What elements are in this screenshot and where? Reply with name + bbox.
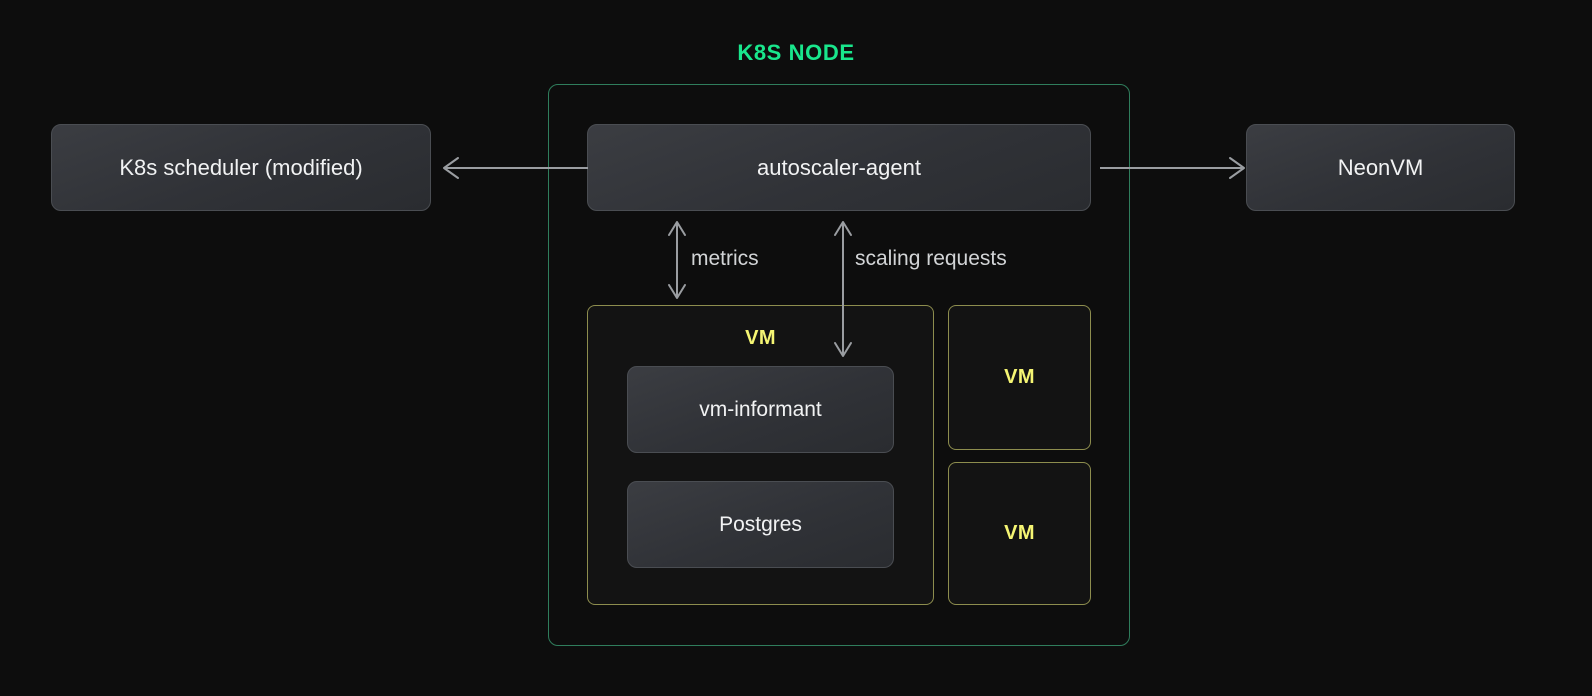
k8s-node-container (548, 84, 1130, 646)
vm-right-1-label: VM (1004, 366, 1035, 388)
node-vm-right-1[interactable]: VM (948, 305, 1091, 450)
vm-main-label: VM (745, 327, 776, 349)
vm-right-2-label: VM (1004, 522, 1035, 544)
node-vm-right-2[interactable]: VM (948, 462, 1091, 605)
page-title: K8S NODE (737, 40, 855, 65)
node-autoscaler-agent[interactable]: autoscaler-agent (587, 124, 1091, 211)
node-postgres[interactable]: Postgres (627, 481, 894, 568)
node-k8s-scheduler[interactable]: K8s scheduler (modified) (51, 124, 431, 211)
edge-label-scaling-requests: scaling requests (855, 247, 1007, 270)
edge-label-metrics: metrics (691, 247, 759, 270)
node-neonvm[interactable]: NeonVM (1246, 124, 1515, 211)
node-vm-informant[interactable]: vm-informant (627, 366, 894, 453)
